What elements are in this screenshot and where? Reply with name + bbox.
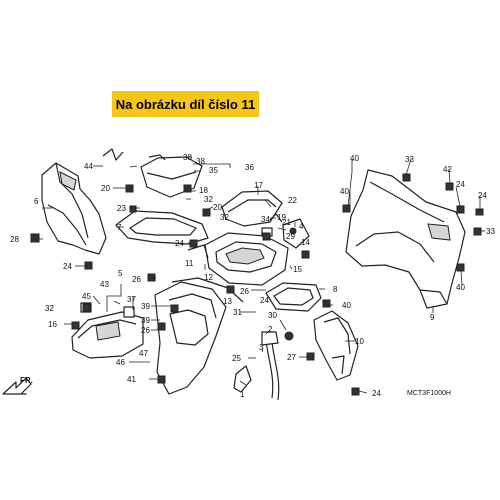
callout-1: 1 — [240, 390, 245, 399]
callout-39: 39 — [141, 302, 150, 311]
callout-44: 44 — [84, 162, 93, 171]
callout-28: 28 — [10, 235, 19, 244]
part-27-bracket-arm — [313, 310, 359, 381]
callout-9: 9 — [430, 313, 435, 322]
callout-36: 36 — [245, 163, 254, 172]
callout-16: 16 — [48, 320, 57, 329]
part-8-glove-box — [265, 282, 322, 312]
callout-42: 42 — [443, 165, 452, 174]
callout-32: 32 — [204, 195, 213, 204]
callout-32: 32 — [220, 213, 229, 222]
front-direction-arrow: FR. — [2, 376, 33, 395]
callout-4: 4 — [299, 222, 304, 231]
callout-25: 25 — [232, 354, 241, 363]
callout-40: 40 — [350, 154, 359, 163]
callout-40: 40 — [340, 187, 349, 196]
callout-39: 39 — [141, 316, 150, 325]
callout-8: 8 — [333, 285, 338, 294]
callout-5: 5 — [118, 269, 123, 278]
callout-30: 30 — [268, 311, 277, 320]
callout-24: 24 — [63, 262, 72, 271]
callout-46: 46 — [116, 358, 125, 367]
part-2-hose-fitting — [233, 331, 294, 401]
callout-24: 24 — [478, 191, 487, 200]
callout-17: 17 — [254, 181, 263, 190]
callout-27: 27 — [287, 353, 296, 362]
callout-14: 14 — [301, 238, 310, 247]
callout-29: 29 — [286, 232, 295, 241]
callout-20: 20 — [213, 203, 222, 212]
callout-41: 41 — [127, 375, 136, 384]
part-9-rear-cowl — [345, 169, 466, 309]
callout-2: 2 — [268, 325, 273, 334]
callout-12: 12 — [204, 273, 213, 282]
callout-26: 26 — [240, 287, 249, 296]
front-direction-label: FR. — [20, 376, 33, 385]
callout-6: 6 — [34, 197, 39, 206]
leader-lines — [33, 156, 485, 394]
callout-24: 24 — [456, 180, 465, 189]
callout-24: 24 — [260, 296, 269, 305]
callout-31: 31 — [233, 308, 242, 317]
part-44-bracket — [102, 148, 124, 161]
callout-labels: 44 38 38 36 35 20 18 32 17 22 6 23 20 19… — [10, 153, 495, 399]
callout-18: 18 — [199, 186, 208, 195]
callout-13: 13 — [223, 297, 232, 306]
callout-45: 45 — [82, 292, 91, 301]
callout-15: 15 — [293, 265, 302, 274]
callout-33: 33 — [486, 227, 495, 236]
callout-20: 20 — [101, 184, 110, 193]
callout-26: 26 — [132, 275, 141, 284]
callout-40: 40 — [342, 301, 351, 310]
callout-26: 26 — [141, 326, 150, 335]
part-5-storage-pocket — [71, 302, 144, 359]
callout-32: 32 — [45, 304, 54, 313]
hardware-clips — [30, 173, 484, 396]
callout-10: 10 — [355, 337, 364, 346]
part-number-banner: Na obrázku díl číslo 11 — [112, 91, 259, 117]
callout-43: 43 — [100, 280, 109, 289]
part-11-console — [187, 232, 289, 286]
callout-38: 38 — [183, 153, 192, 162]
callout-47: 47 — [139, 349, 148, 358]
part-17-lid — [221, 190, 283, 227]
part-7-tray — [115, 210, 209, 245]
callout-35: 35 — [209, 166, 218, 175]
callout-3: 3 — [259, 343, 264, 352]
callout-34: 34 — [261, 215, 270, 224]
callout-22: 22 — [288, 196, 297, 205]
callout-19: 19 — [277, 213, 286, 222]
callout-11: 11 — [185, 259, 194, 268]
part-10-inner-panel — [154, 277, 244, 395]
callout-24: 24 — [372, 389, 381, 398]
part-6-left-cowl — [41, 162, 107, 255]
callout-7: 7 — [117, 223, 122, 232]
callout-33: 33 — [405, 155, 414, 164]
callout-23: 23 — [117, 204, 126, 213]
callout-38: 38 — [196, 157, 205, 166]
callout-24: 24 — [175, 239, 184, 248]
callout-40: 40 — [456, 283, 465, 292]
callout-37: 37 — [127, 295, 136, 304]
diagram-code: MCT3F1000H — [407, 390, 451, 397]
callout-21: 21 — [282, 218, 291, 227]
